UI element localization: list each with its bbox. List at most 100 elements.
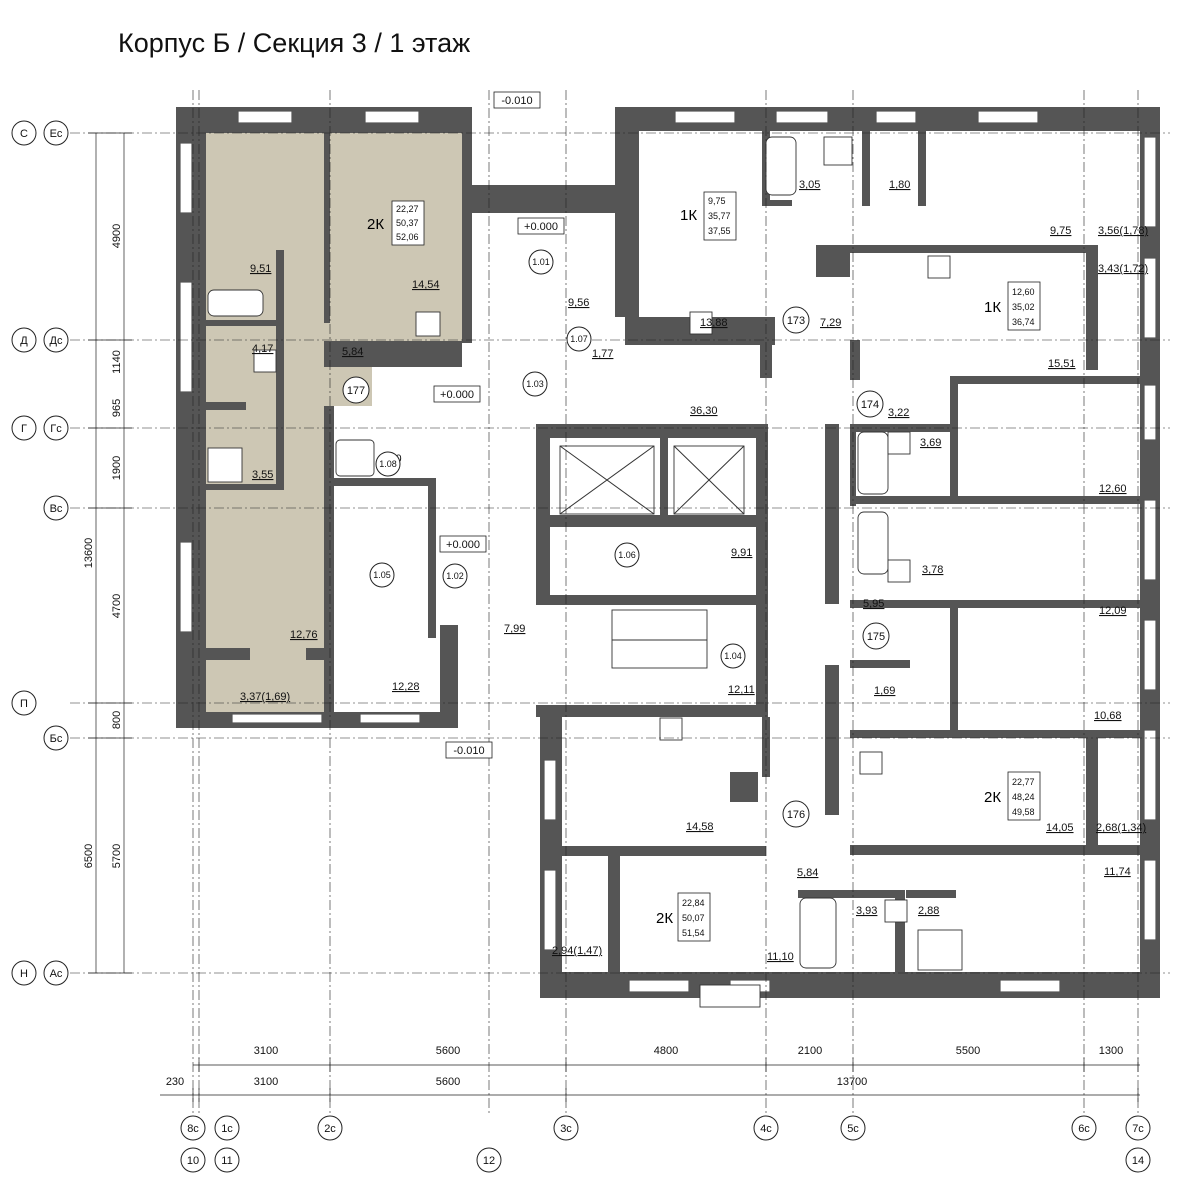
room-code-1-02: 1.02: [442, 563, 468, 589]
svg-text:2,88: 2,88: [918, 905, 939, 917]
svg-text:Н: Н: [20, 968, 28, 980]
svg-text:-0.010: -0.010: [453, 745, 484, 757]
svg-text:1с: 1с: [221, 1123, 233, 1135]
svg-text:12,76: 12,76: [290, 629, 318, 641]
outer-walls: [176, 107, 1160, 998]
room-code-1-04: 1.04: [720, 643, 746, 669]
svg-text:37,55: 37,55: [708, 226, 731, 236]
svg-text:36,30: 36,30: [690, 405, 718, 417]
elevation-hall: +0.000: [433, 385, 481, 403]
svg-text:5700: 5700: [111, 844, 123, 868]
svg-text:1.05: 1.05: [373, 570, 391, 580]
svg-text:48,24: 48,24: [1012, 792, 1035, 802]
svg-text:2К: 2К: [984, 789, 1001, 806]
svg-text:3,37(1,69): 3,37(1,69): [240, 691, 290, 703]
svg-text:5с: 5с: [847, 1123, 859, 1135]
room-areas: 9,51 14,54 4,17 5,84 3,55 12,76 3,37(1,6…: [240, 179, 1148, 963]
svg-text:12,60: 12,60: [1099, 483, 1127, 495]
svg-text:-0.010: -0.010: [501, 95, 532, 107]
axis-marker-col-4: 12: [476, 1147, 502, 1173]
svg-text:1140: 1140: [111, 350, 123, 374]
svg-text:177: 177: [347, 385, 365, 397]
svg-text:10,68: 10,68: [1094, 710, 1122, 722]
axis-marker-row-4: Вс: [43, 495, 69, 521]
svg-text:1300: 1300: [1099, 1045, 1123, 1057]
svg-text:3,56(1,78): 3,56(1,78): [1098, 225, 1148, 237]
svg-text:+0.000: +0.000: [440, 389, 474, 401]
svg-text:14,58: 14,58: [686, 821, 714, 833]
plan-title: Корпус Б / Секция 3 / 1 этаж: [118, 28, 470, 58]
svg-text:3с: 3с: [560, 1123, 572, 1135]
axis-marker-col-7: 5с: [840, 1115, 866, 1141]
svg-text:1,80: 1,80: [889, 179, 910, 191]
svg-text:15,51: 15,51: [1048, 358, 1076, 370]
bottom-dimensions: 3100 5600 4800 2100 5500 1300 230 3100 5…: [166, 1045, 1123, 1088]
svg-text:2100: 2100: [798, 1045, 822, 1057]
svg-text:2,68(1,34): 2,68(1,34): [1096, 822, 1146, 834]
svg-text:12,11: 12,11: [728, 684, 755, 696]
svg-text:9,56: 9,56: [568, 297, 589, 309]
svg-text:П: П: [20, 698, 28, 710]
svg-text:5,84: 5,84: [797, 867, 818, 879]
apartment-number-175: 175: [862, 622, 890, 650]
svg-text:12,09: 12,09: [1099, 605, 1127, 617]
svg-text:1.01: 1.01: [532, 257, 550, 267]
svg-text:Бс: Бс: [50, 733, 63, 745]
svg-text:3,22: 3,22: [888, 407, 909, 419]
elevation-corridor: +0.000: [439, 535, 487, 553]
svg-text:7,29: 7,29: [820, 317, 841, 329]
room-code-1-07: 1.07: [566, 326, 592, 352]
svg-text:1.08: 1.08: [379, 459, 397, 469]
apartment-number-176: 176: [782, 800, 810, 828]
svg-text:22,27: 22,27: [396, 204, 419, 214]
axis-marker-col-2: 1с 11: [214, 1115, 240, 1173]
svg-text:22,84: 22,84: [682, 898, 705, 908]
svg-text:6500: 6500: [83, 844, 95, 868]
room-code-1-01: 1.01: [528, 249, 554, 275]
svg-text:7с: 7с: [1132, 1123, 1144, 1135]
svg-text:1,77: 1,77: [592, 348, 613, 360]
svg-text:1,69: 1,69: [874, 685, 895, 697]
svg-text:11,10: 11,10: [767, 951, 794, 963]
elevation-bottom: -0.010: [445, 741, 493, 759]
svg-text:176: 176: [787, 809, 805, 821]
svg-text:2К: 2К: [367, 216, 384, 233]
svg-text:12: 12: [483, 1155, 495, 1167]
svg-text:36,74: 36,74: [1012, 317, 1035, 327]
svg-text:174: 174: [861, 399, 879, 411]
svg-text:1.03: 1.03: [526, 379, 544, 389]
svg-text:4,17: 4,17: [252, 343, 273, 355]
svg-text:11: 11: [221, 1155, 232, 1167]
svg-text:51,54: 51,54: [682, 928, 705, 938]
svg-text:173: 173: [787, 315, 805, 327]
svg-text:9,51: 9,51: [250, 263, 271, 275]
axis-marker-col-8: 6с: [1071, 1115, 1097, 1141]
room-code-1-08: 1.08: [375, 451, 401, 477]
axis-marker-col-3: 2с: [317, 1115, 343, 1141]
svg-text:4с: 4с: [760, 1123, 772, 1135]
svg-text:5,84: 5,84: [342, 346, 363, 358]
apartment-number-173: 173: [782, 306, 810, 334]
svg-text:9,91: 9,91: [731, 547, 752, 559]
svg-text:1К: 1К: [984, 299, 1001, 316]
svg-text:С: С: [20, 128, 28, 140]
svg-text:Вс: Вс: [50, 503, 63, 515]
svg-text:50,37: 50,37: [396, 218, 419, 228]
svg-text:3,93: 3,93: [856, 905, 877, 917]
svg-text:35,02: 35,02: [1012, 302, 1035, 312]
svg-text:+0.000: +0.000: [446, 539, 480, 551]
svg-text:3100: 3100: [254, 1076, 278, 1088]
axis-lines: [70, 90, 1170, 1115]
elevation-top: -0.010: [493, 91, 541, 109]
svg-text:3,69: 3,69: [920, 437, 941, 449]
svg-text:Д: Д: [20, 335, 28, 347]
dimension-lines: [88, 132, 1140, 1102]
